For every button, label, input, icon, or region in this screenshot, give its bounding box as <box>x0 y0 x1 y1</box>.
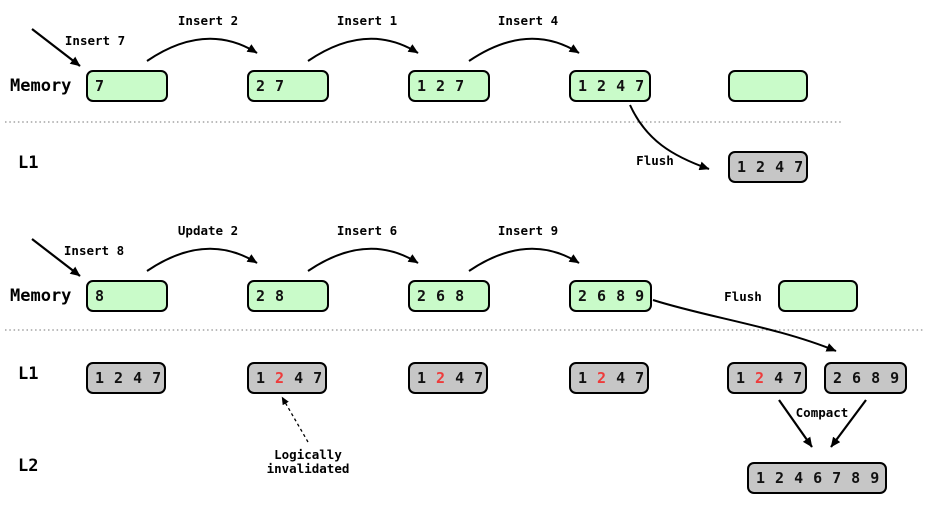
record-value-invalidated: 2 <box>597 369 607 387</box>
record-value: 7 <box>474 369 484 387</box>
record-value: 8 <box>871 369 881 387</box>
record-value: 4 <box>616 369 626 387</box>
insert1-arrow <box>307 37 419 62</box>
record-value: 8 <box>95 287 105 305</box>
record-value: 4 <box>775 158 785 176</box>
record-value: 6 <box>597 287 607 305</box>
record-value-invalidated: 2 <box>755 369 765 387</box>
flush-label-top: Flush <box>636 153 674 168</box>
record-value: 2 <box>436 77 446 95</box>
record-value: 8 <box>455 287 465 305</box>
record-value: 7 <box>95 77 105 95</box>
annotation-line1: Logically <box>274 447 342 462</box>
insert6-label: Insert 6 <box>336 223 398 238</box>
insert8-label: Insert 8 <box>63 243 125 258</box>
memtable-box: 7 <box>86 70 168 102</box>
record-value: 7 <box>275 77 285 95</box>
record-value: 4 <box>455 369 465 387</box>
invalidated-pointer-arrow <box>281 396 309 443</box>
record-value: 9 <box>890 369 900 387</box>
record-value: 8 <box>616 287 626 305</box>
record-value: 6 <box>852 369 862 387</box>
record-value: 2 <box>256 287 266 305</box>
insert2-arrow <box>146 37 258 62</box>
update2-arrow <box>146 247 258 272</box>
l2-label: L2 <box>18 456 39 476</box>
insert4-label: Insert 4 <box>497 13 559 28</box>
insert6-arrow <box>307 247 419 272</box>
record-value: 4 <box>794 469 804 487</box>
record-value: 7 <box>152 369 162 387</box>
record-value: 1 <box>756 469 766 487</box>
record-value: 2 <box>775 469 785 487</box>
insert4-arrow <box>468 37 580 62</box>
record-value: 6 <box>436 287 446 305</box>
record-value-invalidated: 2 <box>436 369 446 387</box>
record-value: 7 <box>793 369 803 387</box>
record-value: 7 <box>635 369 645 387</box>
annotation-line2: invalidated <box>266 461 350 477</box>
record-value: 4 <box>133 369 143 387</box>
memtable-box-empty <box>728 70 808 102</box>
record-value: 1 <box>578 369 588 387</box>
insert9-label: Insert 9 <box>497 223 559 238</box>
record-value: 2 <box>833 369 843 387</box>
record-value: 8 <box>851 469 861 487</box>
memtable-box: 8 <box>86 280 168 312</box>
insert2-label: Insert 2 <box>177 13 239 28</box>
record-value: 2 <box>256 77 266 95</box>
record-value: 8 <box>275 287 285 305</box>
logically-invalidated-annotation: Logically invalidated <box>266 447 350 477</box>
record-value-invalidated: 2 <box>275 369 285 387</box>
insert7-label: Insert 7 <box>64 33 126 48</box>
l1-label-top: L1 <box>18 153 39 173</box>
record-value: 1 <box>95 369 105 387</box>
record-value: 6 <box>813 469 823 487</box>
update2-label: Update 2 <box>177 223 239 238</box>
memory-label-top: Memory <box>10 76 72 96</box>
record-value: 7 <box>313 369 323 387</box>
record-value: 1 <box>578 77 588 95</box>
record-value: 2 <box>114 369 124 387</box>
insert1-label: Insert 1 <box>336 13 398 28</box>
record-value: 4 <box>774 369 784 387</box>
memtable-box-empty <box>778 280 858 312</box>
record-value: 7 <box>455 77 465 95</box>
record-value: 1 <box>737 158 747 176</box>
record-value: 7 <box>832 469 842 487</box>
record-value: 9 <box>635 287 645 305</box>
record-value: 2 <box>417 287 427 305</box>
record-value: 2 <box>578 287 588 305</box>
record-value: 7 <box>794 158 804 176</box>
l1-label-bottom: L1 <box>18 364 39 384</box>
record-value: 1 <box>736 369 746 387</box>
record-value: 1 <box>256 369 266 387</box>
record-value: 4 <box>616 77 626 95</box>
record-value: 7 <box>635 77 645 95</box>
memory-label-bottom: Memory <box>10 286 72 306</box>
record-value: 1 <box>417 77 427 95</box>
record-value: 2 <box>756 158 766 176</box>
record-value: 1 <box>417 369 427 387</box>
insert9-arrow <box>468 247 580 272</box>
compact-label: Compact <box>795 405 849 420</box>
record-value: 2 <box>597 77 607 95</box>
record-value: 4 <box>294 369 304 387</box>
record-value: 9 <box>870 469 880 487</box>
flush-label-bottom: Flush <box>724 289 762 304</box>
